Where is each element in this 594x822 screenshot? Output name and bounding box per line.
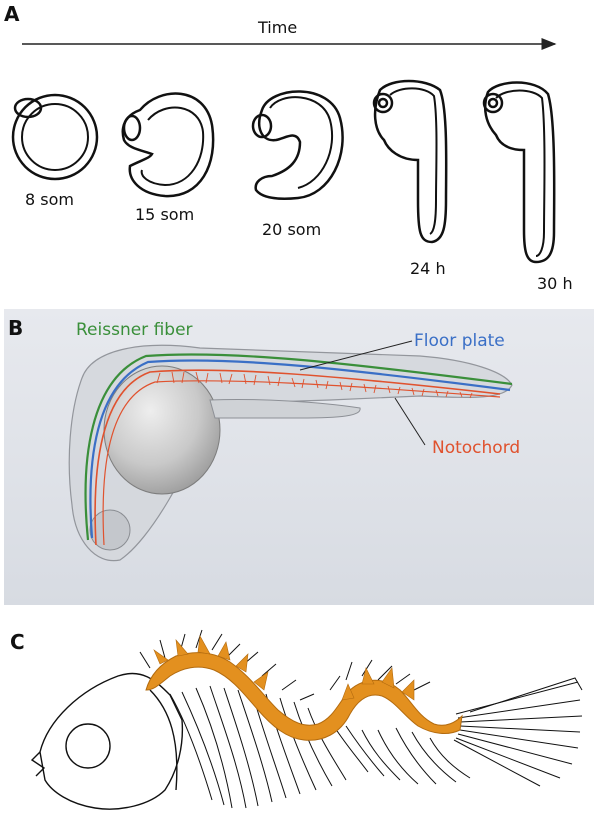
notochord-line — [94, 369, 501, 546]
reissner-fiber-label: Reissner fiber — [76, 320, 193, 340]
fish-ribs — [169, 685, 471, 809]
highlighted-spine-spikes — [153, 635, 415, 701]
stage-label-24h: 24 h — [410, 259, 446, 278]
panel-b-letter: B — [8, 316, 24, 340]
panel-a-letter: A — [4, 2, 20, 26]
stage-8som-embryo — [11, 93, 99, 181]
notochord-pointer — [394, 397, 426, 446]
highlighted-spine — [145, 652, 463, 741]
floor-plate-pointer — [299, 340, 413, 371]
stage-label-15som: 15 som — [135, 205, 195, 224]
stage-label-30h: 30 h — [537, 274, 573, 293]
notochord-label: Notochord — [432, 438, 521, 458]
stage-24h-embryo — [372, 79, 448, 244]
floor-plate-line — [89, 359, 511, 539]
notochord-cells — [156, 371, 473, 399]
panel-c-letter: C — [10, 630, 25, 654]
stage-30h-embryo — [482, 81, 556, 264]
stage-20som-embryo — [251, 90, 344, 200]
reissner-fiber-line — [84, 353, 513, 541]
stage-label-20som: 20 som — [262, 220, 322, 239]
fish-skull — [30, 672, 184, 810]
yolk-extension — [209, 398, 361, 419]
stage-15som-embryo — [121, 92, 215, 198]
fish-tail-fin — [453, 677, 583, 787]
fish-dorsal-spines — [139, 629, 431, 701]
stage-label-8som: 8 som — [25, 190, 74, 209]
time-axis-label: Time — [258, 18, 298, 37]
floor-plate-label: Floor plate — [414, 331, 505, 351]
